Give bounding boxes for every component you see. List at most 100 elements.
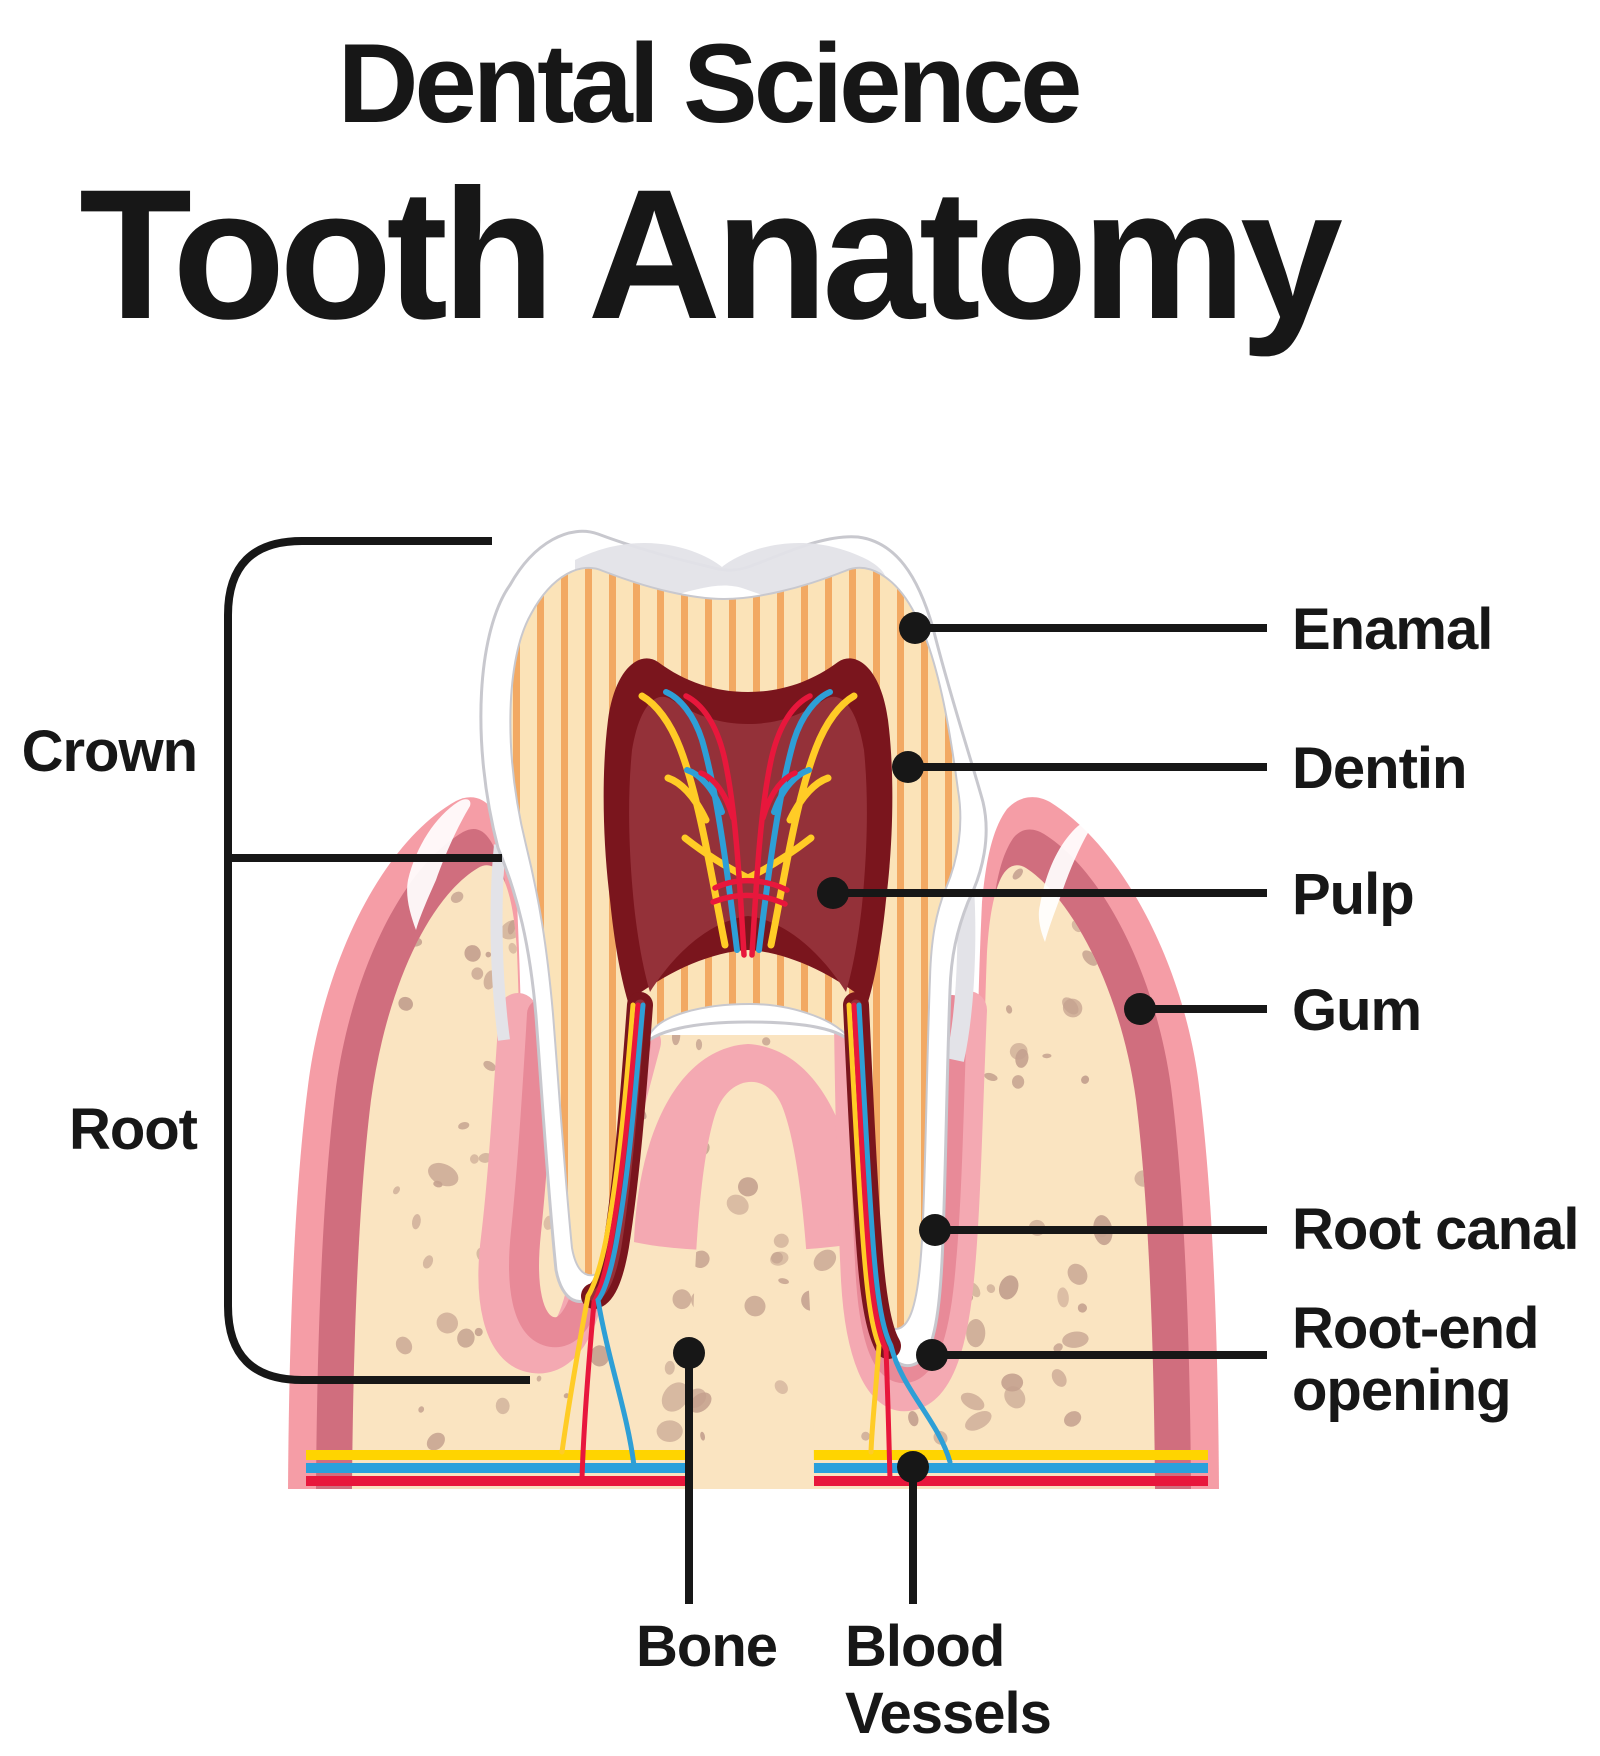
bone-speckle xyxy=(1006,1005,1013,1014)
left-gum xyxy=(288,797,525,1489)
bone-speckle xyxy=(861,1431,871,1441)
gum-dot xyxy=(1124,993,1156,1025)
blood-vessels-dot xyxy=(897,1451,929,1483)
bone-speckle xyxy=(428,1162,459,1187)
bone-speckle xyxy=(485,951,492,958)
bone-speckle xyxy=(738,1177,758,1197)
bone-speckle xyxy=(762,1037,771,1046)
bone-speckle xyxy=(1062,1331,1089,1348)
right-gum-bone xyxy=(982,865,1155,1489)
pulp-dot xyxy=(817,877,849,909)
bone-speckle xyxy=(469,1154,479,1164)
root-canal-dot xyxy=(919,1214,951,1246)
right-canal-vessel-yellow xyxy=(846,1002,882,1455)
label-bone: Bone xyxy=(636,1614,777,1679)
bone-speckle xyxy=(966,1319,986,1348)
bone-speckle xyxy=(508,942,517,954)
bone-speckle xyxy=(908,1411,919,1427)
left-canal-vessel-yellow xyxy=(559,1002,636,1455)
bone-dot xyxy=(673,1337,705,1369)
bone-speckle xyxy=(672,1289,692,1310)
bone-speckle xyxy=(536,1375,542,1382)
dentin-dot xyxy=(892,751,924,783)
bone-speckle xyxy=(744,1295,766,1317)
bone-speckle xyxy=(984,1072,998,1081)
bone-speckle xyxy=(411,1214,421,1230)
bone-speckle xyxy=(1064,1411,1082,1427)
bone-speckle xyxy=(471,967,484,980)
bone-speckle xyxy=(770,1251,789,1266)
bone-speckle xyxy=(773,1233,789,1248)
page-title: Tooth Anatomy xyxy=(79,152,1342,358)
bone-speckle xyxy=(774,1380,788,1394)
callout-labels: Enamal Dentin Pulp Gum Root canal Root-e… xyxy=(22,597,1580,1746)
bone-speckle xyxy=(726,1194,749,1215)
bone-speckle xyxy=(458,1122,470,1130)
bone-speckle xyxy=(691,1392,712,1413)
bone-speckle xyxy=(422,1255,434,1269)
bone-speckle xyxy=(1067,1263,1088,1285)
bone-speckle xyxy=(960,1392,985,1411)
label-blood-line2: Vessels xyxy=(845,1681,1051,1746)
label-root: Root xyxy=(69,1097,198,1162)
left-canal-vessel-blue xyxy=(595,1002,646,1469)
bone-speckle xyxy=(1081,1075,1090,1084)
bone-speckle xyxy=(661,1382,689,1412)
left-canal-vessel-red xyxy=(579,1002,641,1481)
label-crown: Crown xyxy=(22,719,197,784)
pulp-vessel-red xyxy=(683,693,813,958)
bone-speckle xyxy=(474,1327,483,1337)
bone-speckle xyxy=(1051,1369,1067,1387)
label-dentin: Dentin xyxy=(1292,736,1466,801)
bone-speckle xyxy=(1154,900,1155,921)
right-canal-vessel-blue xyxy=(856,1002,953,1465)
bone-speckle xyxy=(395,1336,413,1355)
label-gum: Gum xyxy=(1292,978,1421,1043)
bone-speckle xyxy=(965,1411,992,1431)
left-gum-highlight xyxy=(407,799,471,930)
label-enamel: Enamal xyxy=(1292,597,1492,662)
bone-speckle xyxy=(1012,868,1024,880)
bone-speckle xyxy=(398,996,413,1011)
bone-speckle xyxy=(998,1275,1019,1300)
bone-speckle xyxy=(664,1360,675,1375)
bone-speckle xyxy=(1053,1343,1063,1352)
bone-speckle xyxy=(590,1345,610,1367)
bone-speckle xyxy=(418,1406,425,1413)
bone-speckle xyxy=(1082,950,1098,966)
left-tooth-shadow xyxy=(490,844,510,1041)
bone-speckle xyxy=(700,1431,706,1441)
right-canal-vessel-red xyxy=(851,1002,893,1483)
bone-speckle xyxy=(656,1420,683,1443)
bone-speckle xyxy=(1011,1075,1025,1089)
bone-speckle xyxy=(1004,1386,1026,1409)
enamel-dot xyxy=(899,612,931,644)
pulp-vessels xyxy=(638,689,858,958)
eyebrow-title: Dental Science xyxy=(338,21,1080,146)
bone-speckle xyxy=(1077,1303,1087,1313)
bracket-outline xyxy=(224,537,530,1384)
bone-speckle xyxy=(1001,1373,1024,1392)
label-root-end-line2: opening xyxy=(1292,1358,1511,1423)
crown-root-bracket xyxy=(224,537,530,1384)
canal-vessels xyxy=(559,1002,953,1483)
root-end-dot xyxy=(916,1339,948,1371)
label-root-end-line1: Root-end xyxy=(1292,1296,1539,1361)
label-root-canal: Root canal xyxy=(1292,1197,1579,1262)
pulp-vessel-blue xyxy=(663,689,833,953)
bone-speckle xyxy=(457,1328,475,1348)
bone-speckle xyxy=(813,1249,837,1271)
bone-speckle xyxy=(436,1312,459,1334)
bone-speckle xyxy=(1042,1053,1052,1059)
bone-speckle xyxy=(464,945,481,962)
bone-speckle xyxy=(1062,997,1079,1015)
bone-speckle xyxy=(691,1250,710,1269)
leader-lines xyxy=(673,612,1267,1604)
bone-speckle xyxy=(1015,1048,1029,1068)
bone-speckle xyxy=(695,1039,703,1051)
label-pulp: Pulp xyxy=(1292,862,1414,927)
bone-speckle xyxy=(426,1432,445,1451)
right-gum xyxy=(974,797,1219,1489)
